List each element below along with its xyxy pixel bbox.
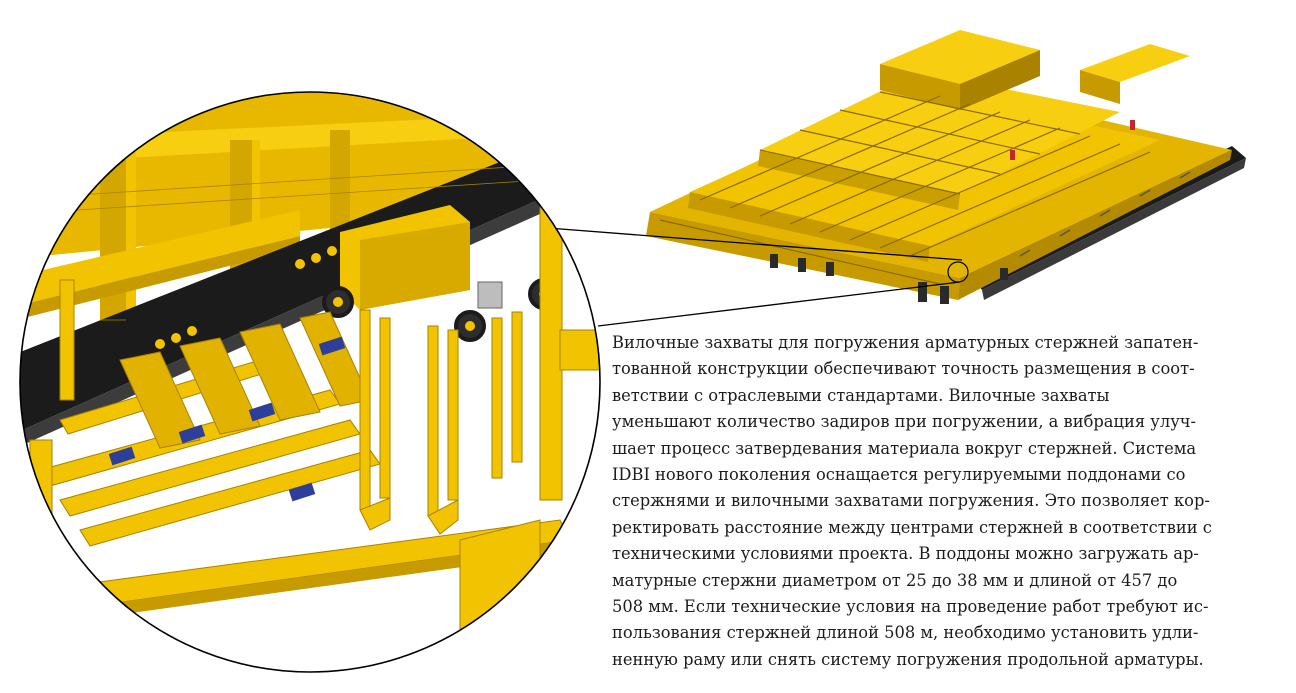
caption-line: техническими условиями проекта. В поддон… [612, 544, 1199, 564]
caption-line: ректировать расстояние между центрами ст… [612, 517, 1212, 537]
caption-line: пользования стержней длиной 508 м, необх… [612, 623, 1199, 643]
caption-text: Вилочные захваты для погружения арматурн… [612, 330, 1284, 673]
caption-line: ненную раму или снять систему погружения… [612, 649, 1204, 669]
zoom-circle-outline [19, 91, 601, 673]
caption-line: шает процесс затвердевания материала вок… [612, 438, 1197, 458]
caption-line: ветствии с отраслевыми стандартами. Вило… [612, 385, 1110, 405]
caption-line: 508 мм. Если технические условия на пров… [612, 597, 1209, 617]
caption-line: IDBI нового поколения оснащается регулир… [612, 465, 1186, 485]
caption-line: уменьшают количество задиров при погруже… [612, 412, 1197, 432]
zoom-detail [20, 92, 600, 672]
caption-line: Вилочные захваты для погружения арматурн… [612, 333, 1199, 352]
caption-line: стержнями и вилочными захватами погружен… [612, 491, 1210, 511]
caption-line: тованной конструкции обеспечивают точнос… [612, 359, 1195, 379]
callout-lines [547, 227, 969, 327]
caption-line: матурные стержни диаметром от 25 до 38 м… [612, 570, 1178, 590]
overview-machine [646, 30, 1246, 304]
